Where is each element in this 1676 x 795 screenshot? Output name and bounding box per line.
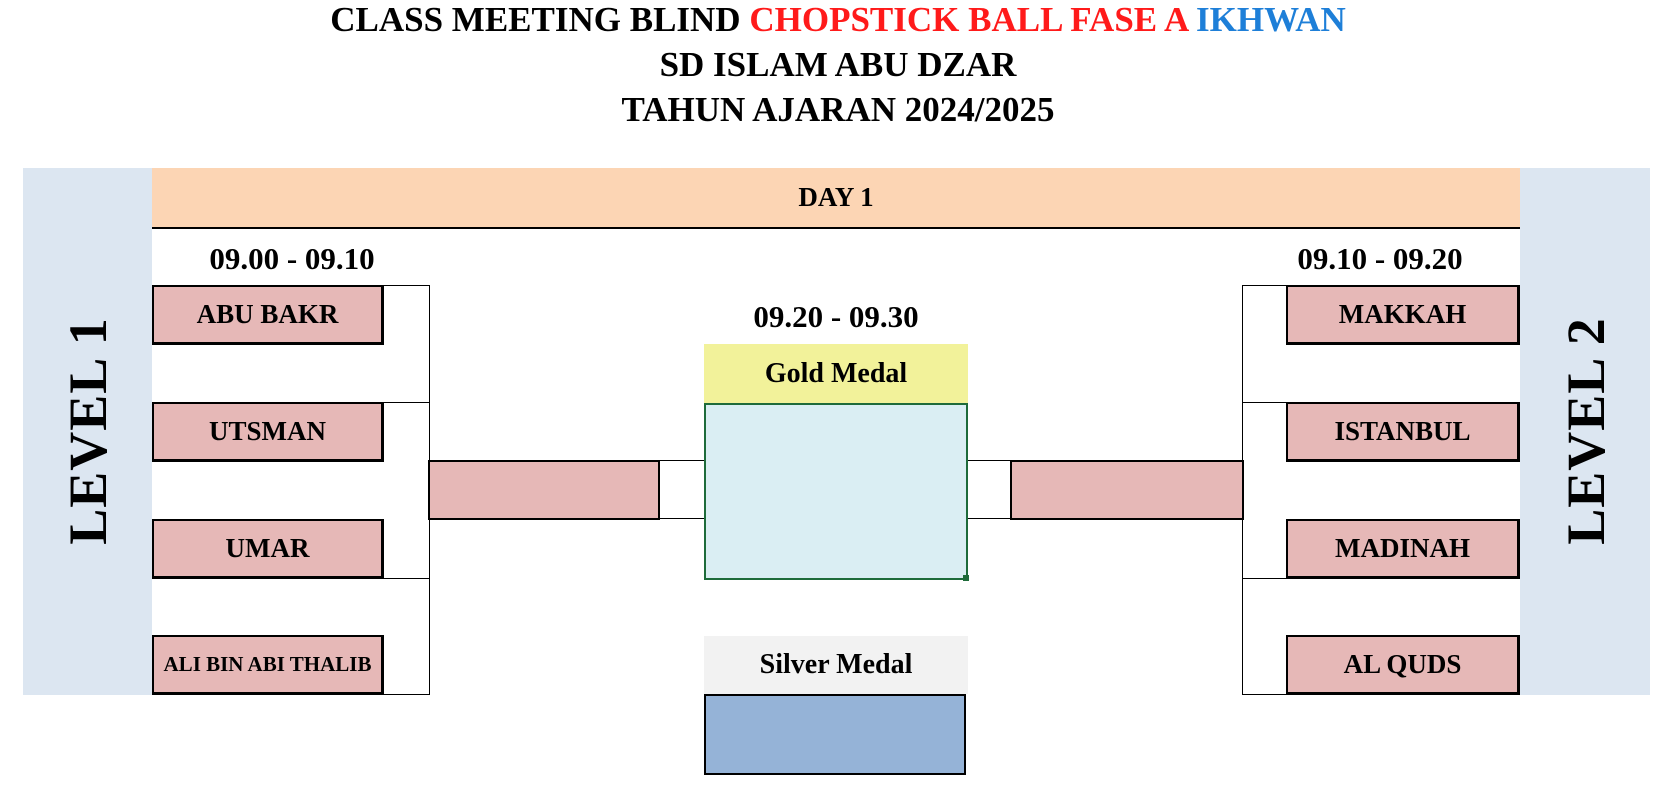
bracket-line <box>1242 694 1286 695</box>
title-group: IKHWAN <box>1196 0 1346 39</box>
right-level-panel <box>1520 168 1650 695</box>
bracket-line <box>660 518 705 519</box>
final-time: 09.20 - 09.30 <box>753 299 919 334</box>
team-slot-right-3[interactable]: MADINAH <box>1286 519 1520 579</box>
title-school: SD ISLAM ABU DZAR <box>659 45 1017 84</box>
bracket-line <box>1242 285 1286 286</box>
right-level-label: LEVEL 2 <box>1556 317 1616 545</box>
title-line-1: CLASS MEETING BLIND CHOPSTICK BALL FASE … <box>0 0 1676 40</box>
bracket-line <box>384 285 430 286</box>
bracket-line <box>968 460 1011 461</box>
silver-medal-header: Silver Medal <box>704 636 968 694</box>
team-slot-left-4[interactable]: ALI BIN ABI THALIB <box>152 635 384 695</box>
right-winner-slot[interactable] <box>1010 460 1244 520</box>
gold-medal-header: Gold Medal <box>704 344 968 403</box>
bracket-line <box>1242 578 1286 579</box>
left-winner-slot[interactable] <box>428 460 660 520</box>
bracket-line <box>384 694 430 695</box>
team-slot-right-2[interactable]: ISTANBUL <box>1286 402 1520 462</box>
day-banner: DAY 1 <box>152 168 1520 229</box>
team-slot-right-1[interactable]: MAKKAH <box>1286 285 1520 345</box>
cell-fill-handle[interactable] <box>963 575 969 581</box>
left-round-time: 09.00 - 09.10 <box>209 241 375 276</box>
title-academic-year: TAHUN AJARAN 2024/2025 <box>621 90 1055 129</box>
left-level-label: LEVEL 1 <box>58 317 118 545</box>
bracket-line <box>660 460 705 461</box>
team-slot-left-1[interactable]: ABU BAKR <box>152 285 384 345</box>
left-level-panel <box>23 168 152 695</box>
right-round-time: 09.10 - 09.20 <box>1297 241 1463 276</box>
team-slot-left-2[interactable]: UTSMAN <box>152 402 384 462</box>
silver-medal-slot[interactable] <box>704 694 966 775</box>
title-event: CLASS MEETING BLIND <box>330 0 750 39</box>
bracket-line <box>384 578 430 579</box>
bracket-line <box>1242 402 1286 403</box>
bracket-line <box>968 518 1011 519</box>
team-slot-right-4[interactable]: AL QUDS <box>1286 635 1520 695</box>
team-slot-left-3[interactable]: UMAR <box>152 519 384 579</box>
bracket-line <box>384 402 430 403</box>
title-game: CHOPSTICK BALL FASE A <box>749 0 1197 39</box>
gold-medal-slot[interactable] <box>704 403 968 580</box>
